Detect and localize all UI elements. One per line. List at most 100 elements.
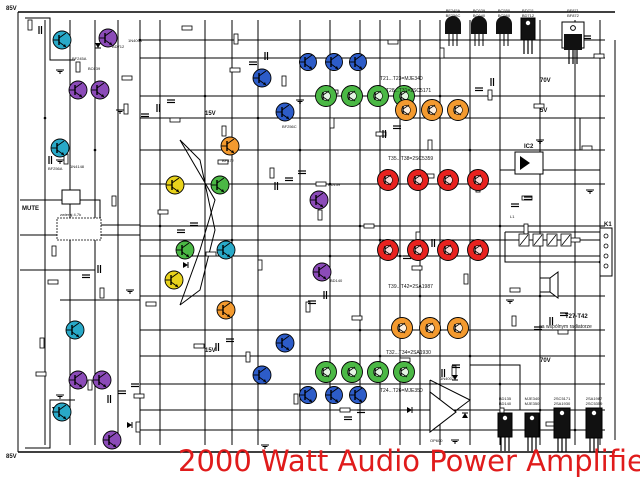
resistor <box>509 287 521 293</box>
power-transistor-t36-0 <box>377 239 399 261</box>
power-transistor-t36-1 <box>407 239 429 261</box>
resistor <box>281 75 287 87</box>
package-caption-line: 2SA1930 <box>554 401 571 406</box>
junction-dot <box>498 224 502 228</box>
power-transistor-t36-2 <box>437 239 459 261</box>
transistor-bf872-top <box>220 136 240 156</box>
transistor-t5 <box>175 240 195 260</box>
package-caption-line: 2SA1987 <box>586 396 603 401</box>
package-bd711 <box>520 17 536 54</box>
resistor <box>75 61 81 73</box>
package-bf871 <box>564 34 582 50</box>
resistor <box>145 301 157 307</box>
resistor <box>581 145 593 151</box>
resistor <box>269 167 275 179</box>
capacitor <box>323 291 328 299</box>
part-label-bf256a: BF256A <box>48 166 63 171</box>
wire <box>25 399 75 449</box>
power-transistor-t28-1 <box>341 85 363 107</box>
resistor <box>569 237 581 243</box>
resistor <box>221 125 227 137</box>
resistor <box>135 421 141 433</box>
junction-dot <box>438 94 442 98</box>
diode <box>407 407 413 413</box>
resistor <box>305 301 311 313</box>
transistor-bf872-bottom <box>216 300 236 320</box>
terminal-screw <box>603 243 609 249</box>
package-caption-line: BC640 <box>473 13 486 18</box>
resistor <box>487 89 493 101</box>
rail-label-5v: 5V <box>540 108 547 114</box>
led-symbol <box>520 156 530 170</box>
transistor-bc559-b <box>90 80 110 100</box>
ground-symbol <box>261 444 269 449</box>
capacitor <box>357 409 365 414</box>
resistor <box>245 351 251 363</box>
transistor-bf256c-bottom <box>275 333 295 353</box>
package-caption-line: BC550 <box>498 8 511 13</box>
capacitor <box>452 364 460 369</box>
capacitor <box>226 338 234 343</box>
rail-label-85v-bottom: 85V <box>6 454 17 460</box>
resistor <box>463 273 469 285</box>
part-label-zwieraj: zwieraj 4,7k <box>60 212 81 217</box>
resistor <box>257 259 263 271</box>
ground-symbol <box>116 109 124 114</box>
capacitor <box>308 300 316 305</box>
part-label-bc639: BC639 <box>88 66 101 71</box>
junction-dot <box>43 116 47 120</box>
junction-dot <box>573 428 577 432</box>
power-transistor-t35-1 <box>407 169 429 191</box>
power-transistor-t28-2 <box>367 85 389 107</box>
package-caption-line: BD712 <box>522 13 535 18</box>
mute-switch <box>61 189 81 205</box>
package-caption-line: MJE340 <box>525 396 540 401</box>
capacitor <box>167 99 175 104</box>
package-caption-line: BC639 <box>473 8 486 13</box>
resistor <box>339 407 351 413</box>
power-transistor-t32-0 <box>315 361 337 383</box>
power-transistor-t39-0 <box>391 317 413 339</box>
power-transistor-t32-3 <box>393 361 415 383</box>
ground-symbol <box>56 159 64 164</box>
resistor <box>99 287 105 299</box>
resistor <box>293 393 299 405</box>
transistor-driver-4 <box>325 386 343 404</box>
power-transistor-t32-2 <box>367 361 389 383</box>
diode <box>452 375 458 381</box>
junction-dot <box>398 254 402 258</box>
wire <box>470 364 521 410</box>
capacitor <box>215 343 220 351</box>
k1-terminal <box>599 227 613 277</box>
resistor <box>157 209 169 215</box>
rail-label-85v-top: 85V <box>6 6 17 12</box>
resistor <box>387 39 399 45</box>
rail-label-neg15v: 15V <box>205 348 216 354</box>
package-caption-line: BD711 <box>522 8 535 13</box>
op600-block <box>429 390 457 434</box>
junction-dot <box>468 354 472 358</box>
resistor <box>27 19 33 31</box>
wire <box>20 199 140 226</box>
capacitor <box>441 369 446 377</box>
part-label-bd712: BD712 <box>112 44 125 49</box>
package-mje340 <box>524 412 540 451</box>
capacitor <box>38 26 43 34</box>
part-label-k1: K1 <box>604 222 612 228</box>
transistor-bc639-a <box>68 370 88 390</box>
part-label-bf872: BF872 <box>222 158 235 163</box>
junction-dot <box>158 224 162 228</box>
capacitor <box>524 196 532 201</box>
speaker-cone <box>549 271 559 299</box>
ground-symbol <box>536 139 544 144</box>
junction-dot <box>138 38 142 42</box>
junction-dot <box>538 408 542 412</box>
package-caption-line: BF871 <box>567 8 580 13</box>
capacitor <box>475 87 483 92</box>
package-caption-line: BD140 <box>499 401 512 406</box>
rail-label-70v-top: 70V <box>540 78 551 84</box>
junction-dot <box>328 254 332 258</box>
